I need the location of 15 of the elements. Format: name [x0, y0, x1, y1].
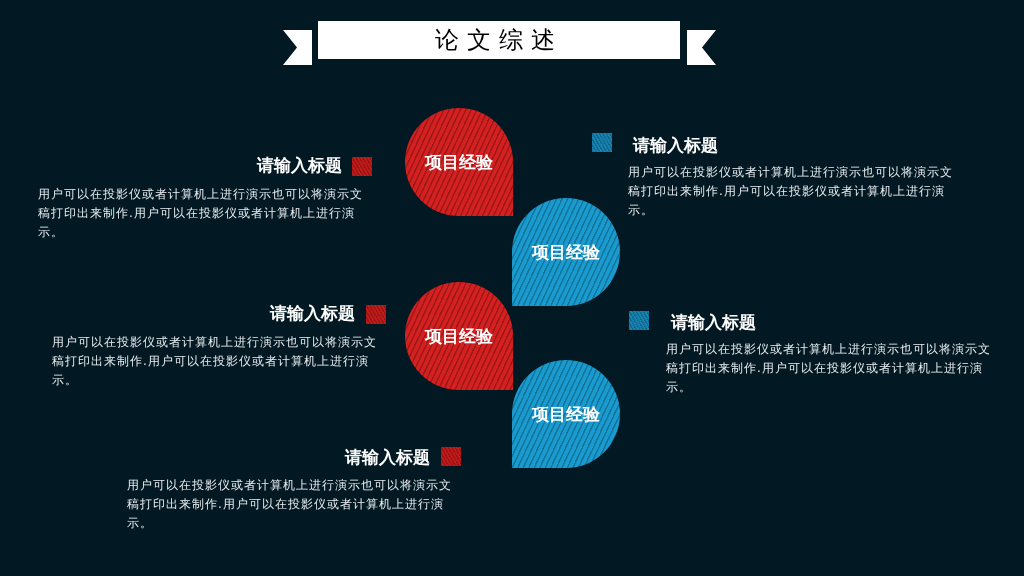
description-text: 用户可以在投影仪或者计算机上进行演示也可以将演示文稿打印出来制作.用户可以在投影仪或者计算机上进行演示。	[628, 164, 954, 219]
description-text: 用户可以在投影仪或者计算机上进行演示也可以将演示文稿打印出来制作.用户可以在投影仪或者计算机上进行演示。	[666, 341, 992, 396]
heading: 请输入标题	[257, 154, 342, 177]
heading: 请输入标题	[270, 302, 355, 325]
shape-label: 项目经验	[425, 153, 493, 171]
shape-label: 项目经验	[532, 405, 600, 423]
description-text: 用户可以在投影仪或者计算机上进行演示也可以将演示文稿打印出来制作.用户可以在投影仪或者计算机上进行演示。	[127, 477, 453, 532]
shape-label: 项目经验	[425, 327, 493, 345]
heading: 请输入标题	[345, 446, 430, 469]
heading: 请输入标题	[671, 311, 756, 334]
description-text: 用户可以在投影仪或者计算机上进行演示也可以将演示文稿打印出来制作.用户可以在投影仪或者计算机上进行演示。	[52, 334, 378, 389]
shape-label: 项目经验	[532, 243, 600, 261]
title: 论文综述	[435, 28, 563, 52]
description-text: 用户可以在投影仪或者计算机上进行演示也可以将演示文稿打印出来制作.用户可以在投影仪或者计算机上进行演示。	[38, 186, 364, 241]
heading: 请输入标题	[633, 134, 718, 157]
